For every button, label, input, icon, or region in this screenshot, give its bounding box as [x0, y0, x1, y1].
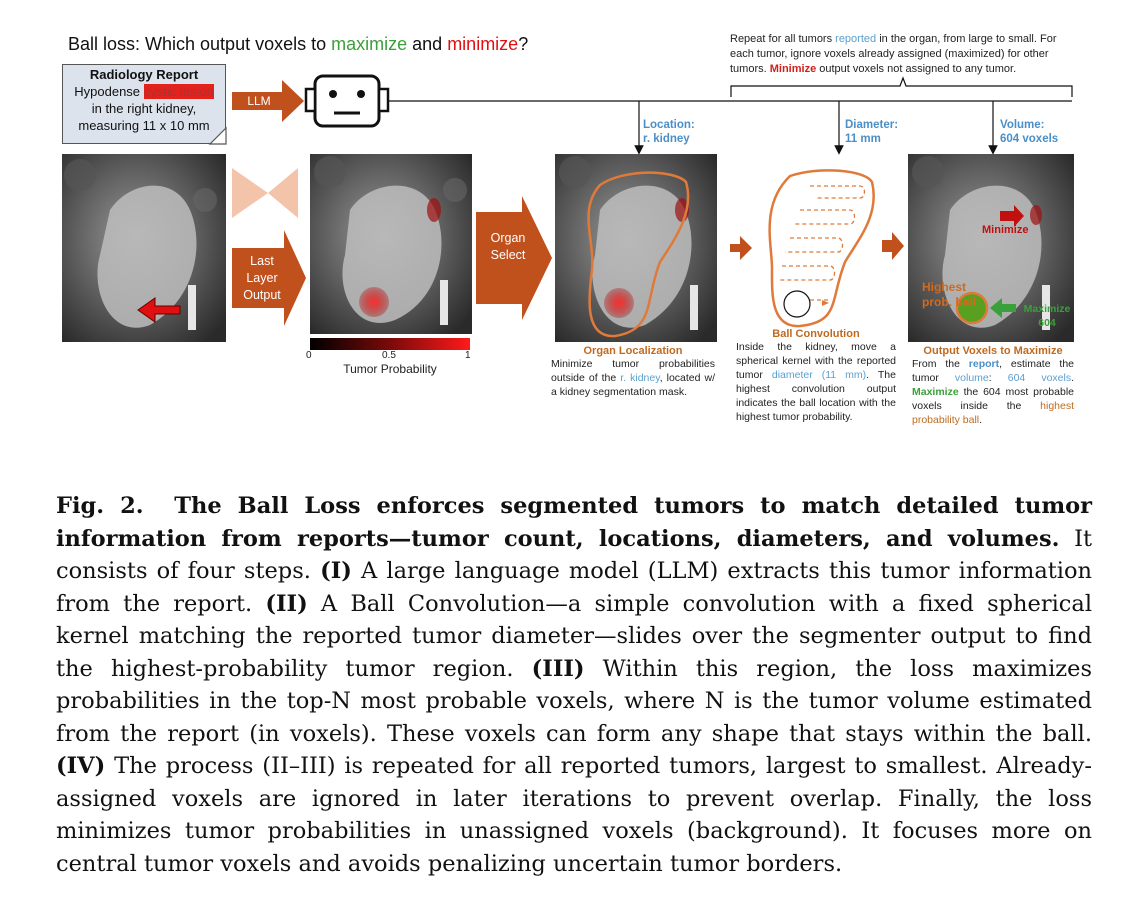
last-layer-word: Layer: [234, 270, 290, 287]
caption-title: The Ball Loss enforces segmented tumors …: [56, 493, 1092, 552]
volume-value: 604 voxels: [1000, 132, 1058, 146]
figure-caption: Fig. 2. The Ball Loss enforces segmented…: [56, 490, 1092, 880]
kidney-term: r. kidney: [620, 372, 659, 384]
colorbar-tick: 0: [306, 350, 312, 361]
caption-step: (II): [265, 591, 307, 617]
caption-step: (III): [532, 656, 585, 682]
ball-convolution-diagram: [770, 170, 874, 326]
panel-maximize-label: Maximize 604: [1020, 302, 1074, 330]
organ-localization-heading: Organ Localization: [551, 345, 715, 357]
organ-select-label: Organ Select: [478, 230, 538, 264]
mm-term: (11 mm): [822, 369, 866, 381]
organ-localization-text: Minimize tumor probabilities outside of …: [551, 357, 715, 399]
small-arrow-1: [730, 236, 752, 260]
report-fold: [210, 128, 226, 144]
output-voxels-heading: Output Voxels to Maximize: [912, 345, 1074, 357]
network-shape: [232, 168, 298, 218]
organ-localization-block: Organ Localization Minimize tumor probab…: [551, 345, 715, 399]
text: .: [979, 414, 982, 426]
text: :: [989, 372, 1008, 384]
volume-key: Volume:: [1000, 118, 1058, 132]
robot-icon: [306, 76, 388, 126]
organ-select-word: Organ: [478, 230, 538, 247]
last-layer-word: Output: [234, 287, 290, 304]
diameter-value: 11 mm: [845, 132, 898, 146]
location-value: r. kidney: [643, 132, 695, 146]
colorbar-label: Tumor Probability: [310, 362, 470, 376]
caption-step: (I): [320, 558, 352, 584]
small-arrow-2: [882, 232, 904, 260]
ct-image-organ: [555, 154, 717, 342]
organ-select-word: Select: [478, 247, 538, 264]
volume-label: Volume: 604 voxels: [1000, 118, 1058, 146]
panel-highest-label: Highest prob. ball: [922, 280, 982, 310]
text: .: [1071, 372, 1074, 384]
caption-text: The process (II–III) is repeated for all…: [56, 753, 1092, 877]
ball-convolution-text: Inside the kidney, move a spherical kern…: [736, 340, 896, 424]
ct-image-prediction: [310, 154, 472, 334]
voxels-term: 604 voxels: [1008, 372, 1071, 384]
location-key: Location:: [643, 118, 695, 132]
diameter-label: Diameter: 11 mm: [845, 118, 898, 146]
panel-minimize-label: Minimize: [982, 224, 1028, 236]
caption-label: Fig. 2.: [56, 493, 144, 519]
report-term: report: [969, 358, 999, 370]
location-label: Location: r. kidney: [643, 118, 695, 146]
output-voxels-block: Output Voxels to Maximize From the repor…: [912, 345, 1074, 427]
output-voxels-text: From the report, estimate the tumor volu…: [912, 357, 1074, 427]
colorbar-tick: 1: [465, 350, 471, 361]
llm-label: LLM: [236, 94, 282, 108]
diameter-key: Diameter:: [845, 118, 898, 132]
colorbar-tick: 0.5: [382, 350, 396, 361]
last-layer-word: Last: [234, 253, 290, 270]
maximize-term: Maximize: [912, 386, 959, 398]
ball-convolution-heading: Ball Convolution: [736, 328, 896, 340]
diameter-term: diameter: [772, 369, 813, 381]
text: [813, 369, 822, 381]
text: From the: [912, 358, 969, 370]
ball-convolution-block: Ball Convolution Inside the kidney, move…: [736, 328, 896, 424]
volume-term: volume: [955, 372, 989, 384]
connector-lines: [388, 78, 1072, 150]
last-layer-label: Last Layer Output: [234, 253, 290, 304]
colorbar: [310, 338, 470, 350]
caption-step: (IV): [56, 753, 105, 779]
